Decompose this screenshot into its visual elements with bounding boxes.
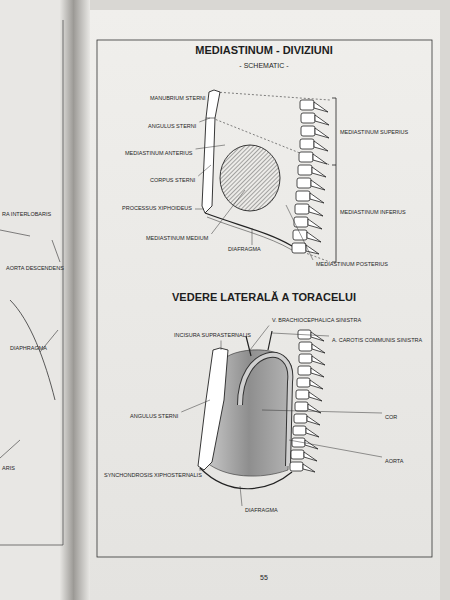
part-label: DIAFRAGMA: [228, 247, 261, 253]
leader-line: [208, 100, 209, 101]
part-label: DIAPHRAGMA: [10, 346, 47, 352]
part-label: AORTA DESCENDENS: [6, 266, 64, 272]
leader-line: [252, 228, 253, 245]
leader-line: [196, 145, 225, 149]
region-label: MEDIASTINUM SUPERIUS: [340, 130, 408, 136]
part-label: COR: [385, 415, 397, 421]
part-label: DIAFRAGMA: [245, 508, 278, 514]
region-label: MEDIASTINUM INFERIUS: [340, 210, 406, 216]
leader-line: [286, 205, 313, 260]
part-label: ANGULUS STERNI: [148, 124, 196, 130]
leader-line: [240, 486, 242, 506]
part-label: ARIS: [2, 466, 15, 472]
leader-line: [250, 326, 269, 351]
leader-line: [211, 190, 245, 234]
leader-line: [262, 410, 382, 413]
part-label: ANGULUS STERNI: [130, 414, 178, 420]
part-label: MEDIASTINUM MEDIUM: [146, 236, 208, 242]
part-label: PROCESSUS XIPHOIDEUS: [122, 206, 192, 212]
leader-line: [289, 440, 382, 457]
part-label: MEDIASTINUM POSTERIUS: [316, 262, 388, 268]
leader-line: [200, 468, 201, 471]
subtitle: - SCHEMATIC -: [239, 62, 288, 69]
page-number: 55: [260, 574, 268, 581]
part-label: INCISURA SUPRASTERNALIS: [174, 333, 251, 339]
section-heading: VEDERE LATERALĂ A TORACELUI: [172, 292, 356, 303]
part-label: V. BRACHIOCEPHALICA SINISTRA: [272, 318, 361, 324]
leader-line: [272, 333, 329, 336]
leader-line: [181, 400, 210, 412]
part-label: RA INTERLOBARIS: [2, 212, 51, 218]
part-label: MANUBRIUM STERNI: [150, 96, 206, 102]
leader-line: [198, 165, 211, 176]
part-label: A. CAROTIS COMMUNIS SINISTRA: [332, 338, 422, 344]
part-label: AORTA: [385, 459, 403, 465]
part-label: MEDIASTINUM ANTERIUS: [125, 151, 193, 157]
part-label: CORPUS STERNI: [150, 178, 195, 184]
leader-line: [221, 341, 222, 351]
diagram-title: MEDIASTINUM - DIVIZIUNI: [195, 45, 333, 56]
leader-line: [199, 118, 210, 122]
leader-line: [195, 209, 204, 210]
part-label: SYNCHONDROSIS XIPHOSTERNALIS: [104, 473, 202, 479]
